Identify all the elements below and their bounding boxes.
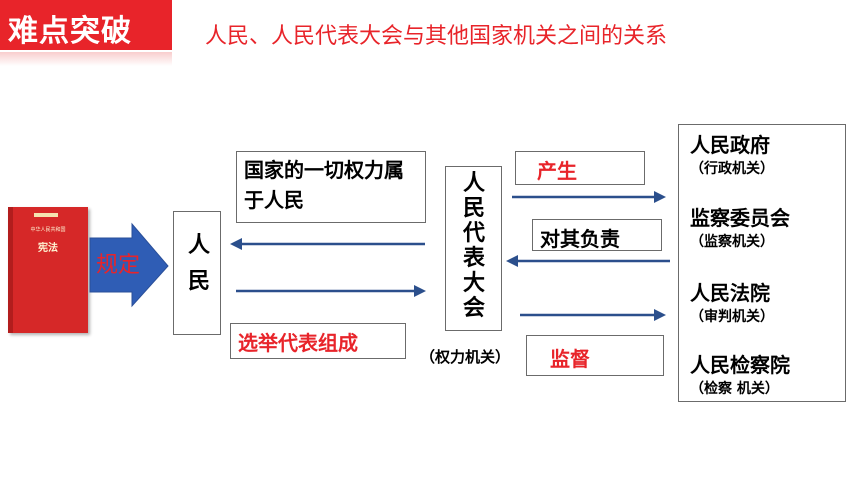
power-statement-box xyxy=(236,151,426,223)
arrow-produce-head xyxy=(654,191,666,203)
supervise-box xyxy=(526,335,664,376)
organ-type-procuratorate: （检察 机关） xyxy=(690,381,779,397)
people-box xyxy=(173,211,221,335)
organ-type-government: （行政机关） xyxy=(690,161,774,177)
organ-name-procuratorate: 人民检察院 xyxy=(690,353,790,377)
election-box xyxy=(230,323,406,359)
header-badge xyxy=(0,0,172,50)
organ-type-supervisory: （监察机关） xyxy=(690,234,774,250)
election-label: 选举代表组成 xyxy=(238,331,358,355)
book-top-stripe xyxy=(34,213,58,217)
book-spine xyxy=(8,207,13,333)
npc-label: 人民代表大会 xyxy=(462,171,485,321)
responsible-box xyxy=(532,219,662,251)
guiding-arrow-icon xyxy=(89,222,169,308)
constitution-book-image xyxy=(8,207,88,333)
arrow-responsible-head xyxy=(506,255,518,267)
state-organs-box xyxy=(678,124,846,402)
organ-name-supervisory: 监察委员会 xyxy=(690,206,790,230)
responsible-label: 对其负责 xyxy=(540,227,620,251)
book-title: 宪法 xyxy=(38,243,58,254)
arrow-npc-to-people-head xyxy=(230,238,242,250)
power-statement-label: 国家的一切权力属于人民 xyxy=(244,158,404,212)
guiding-label: 规定 xyxy=(96,253,141,278)
npc-box xyxy=(445,166,502,331)
produce-box xyxy=(515,151,645,185)
arrow-people-to-npc-head xyxy=(414,285,426,297)
people-label: 人民 xyxy=(187,233,210,294)
npc-note: （权力机关） xyxy=(420,348,511,366)
organ-name-government: 人民政府 xyxy=(690,133,770,157)
header-badge-text: 难点突破 xyxy=(8,14,132,49)
arrow-supervise-head xyxy=(654,309,666,321)
supervise-label: 监督 xyxy=(550,347,590,371)
organ-type-court: （审判机关） xyxy=(690,309,774,325)
organ-name-court: 人民法院 xyxy=(690,281,770,305)
book-top-label: 中华人民共和国 xyxy=(30,227,66,233)
page-title: 人民、人民代表大会与其他国家机关之间的关系 xyxy=(205,24,668,49)
header-badge-reflection xyxy=(0,52,172,66)
produce-label: 产生 xyxy=(537,159,577,183)
